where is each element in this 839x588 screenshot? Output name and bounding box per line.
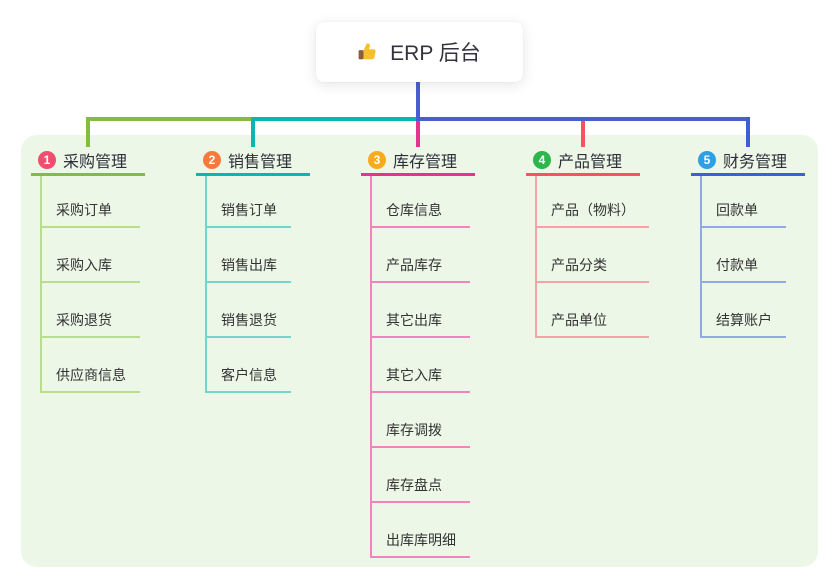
branch-header[interactable]: 4 产品管理 bbox=[526, 146, 640, 176]
child-node[interactable]: 采购订单 bbox=[42, 176, 140, 228]
branch-2: 2 销售管理销售订单销售出库销售退货客户信息 bbox=[196, 146, 310, 393]
thumbs-up-icon bbox=[358, 41, 380, 63]
root-title: ERP 后台 bbox=[390, 42, 481, 65]
root-drop-line bbox=[416, 82, 420, 121]
branch-children: 产品（物料）产品分类产品单位 bbox=[535, 176, 649, 338]
branch-children: 采购订单采购入库采购退货供应商信息 bbox=[40, 176, 140, 393]
child-node[interactable]: 仓库信息 bbox=[372, 176, 470, 228]
branch-5: 5 财务管理回款单付款单结算账户 bbox=[691, 146, 805, 338]
branch-header[interactable]: 3 库存管理 bbox=[361, 146, 475, 176]
child-node[interactable]: 付款单 bbox=[702, 228, 786, 283]
branch-number-badge: 1 bbox=[38, 150, 56, 169]
child-node[interactable]: 采购入库 bbox=[42, 228, 140, 283]
child-node[interactable]: 库存盘点 bbox=[372, 448, 470, 503]
branch-children: 仓库信息产品库存其它出库其它入库库存调拨库存盘点出库库明细 bbox=[370, 176, 470, 558]
bus-segment-2 bbox=[251, 117, 420, 121]
child-node[interactable]: 产品库存 bbox=[372, 228, 470, 283]
branch-children: 回款单付款单结算账户 bbox=[700, 176, 786, 338]
branch-title: 采购管理 bbox=[63, 153, 128, 171]
branch-number-badge: 3 bbox=[368, 150, 386, 169]
child-node[interactable]: 销售出库 bbox=[207, 228, 291, 283]
child-node[interactable]: 供应商信息 bbox=[42, 338, 140, 393]
branch-drop-line bbox=[251, 117, 255, 147]
branch-number-badge: 2 bbox=[203, 150, 221, 169]
branch-1: 1 采购管理采购订单采购入库采购退货供应商信息 bbox=[31, 146, 145, 393]
child-node[interactable]: 其它入库 bbox=[372, 338, 470, 393]
branch-3: 3 库存管理仓库信息产品库存其它出库其它入库库存调拨库存盘点出库库明细 bbox=[361, 146, 475, 558]
branches-panel bbox=[21, 135, 818, 567]
child-node[interactable]: 出库库明细 bbox=[372, 503, 470, 558]
branch-drop-line bbox=[581, 121, 585, 147]
branch-title: 库存管理 bbox=[393, 153, 458, 171]
branch-header[interactable]: 2 销售管理 bbox=[196, 146, 310, 176]
branch-drop-line bbox=[86, 117, 90, 147]
branch-drop-line bbox=[416, 121, 420, 147]
branch-drop-line bbox=[746, 117, 750, 147]
branch-title: 财务管理 bbox=[723, 153, 788, 171]
child-node[interactable]: 其它出库 bbox=[372, 283, 470, 338]
branch-header[interactable]: 5 财务管理 bbox=[691, 146, 805, 176]
child-node[interactable]: 销售订单 bbox=[207, 176, 291, 228]
branch-title: 销售管理 bbox=[228, 153, 293, 171]
bus-segment-1 bbox=[86, 117, 255, 121]
branch-title: 产品管理 bbox=[558, 153, 623, 171]
branch-header[interactable]: 1 采购管理 bbox=[31, 146, 145, 176]
branch-4: 4 产品管理产品（物料）产品分类产品单位 bbox=[526, 146, 649, 338]
branch-number-badge: 5 bbox=[698, 150, 716, 169]
child-node[interactable]: 产品（物料） bbox=[537, 176, 649, 228]
child-node[interactable]: 客户信息 bbox=[207, 338, 291, 393]
child-node[interactable]: 采购退货 bbox=[42, 283, 140, 338]
child-node[interactable]: 库存调拨 bbox=[372, 393, 470, 448]
child-node[interactable]: 产品分类 bbox=[537, 228, 649, 283]
root-node[interactable]: ERP 后台 bbox=[316, 22, 523, 82]
branch-number-badge: 4 bbox=[533, 150, 551, 169]
child-node[interactable]: 回款单 bbox=[702, 176, 786, 228]
bus-segment-3 bbox=[416, 117, 750, 121]
child-node[interactable]: 销售退货 bbox=[207, 283, 291, 338]
child-node[interactable]: 结算账户 bbox=[702, 283, 786, 338]
child-node[interactable]: 产品单位 bbox=[537, 283, 649, 338]
branch-children: 销售订单销售出库销售退货客户信息 bbox=[205, 176, 291, 393]
